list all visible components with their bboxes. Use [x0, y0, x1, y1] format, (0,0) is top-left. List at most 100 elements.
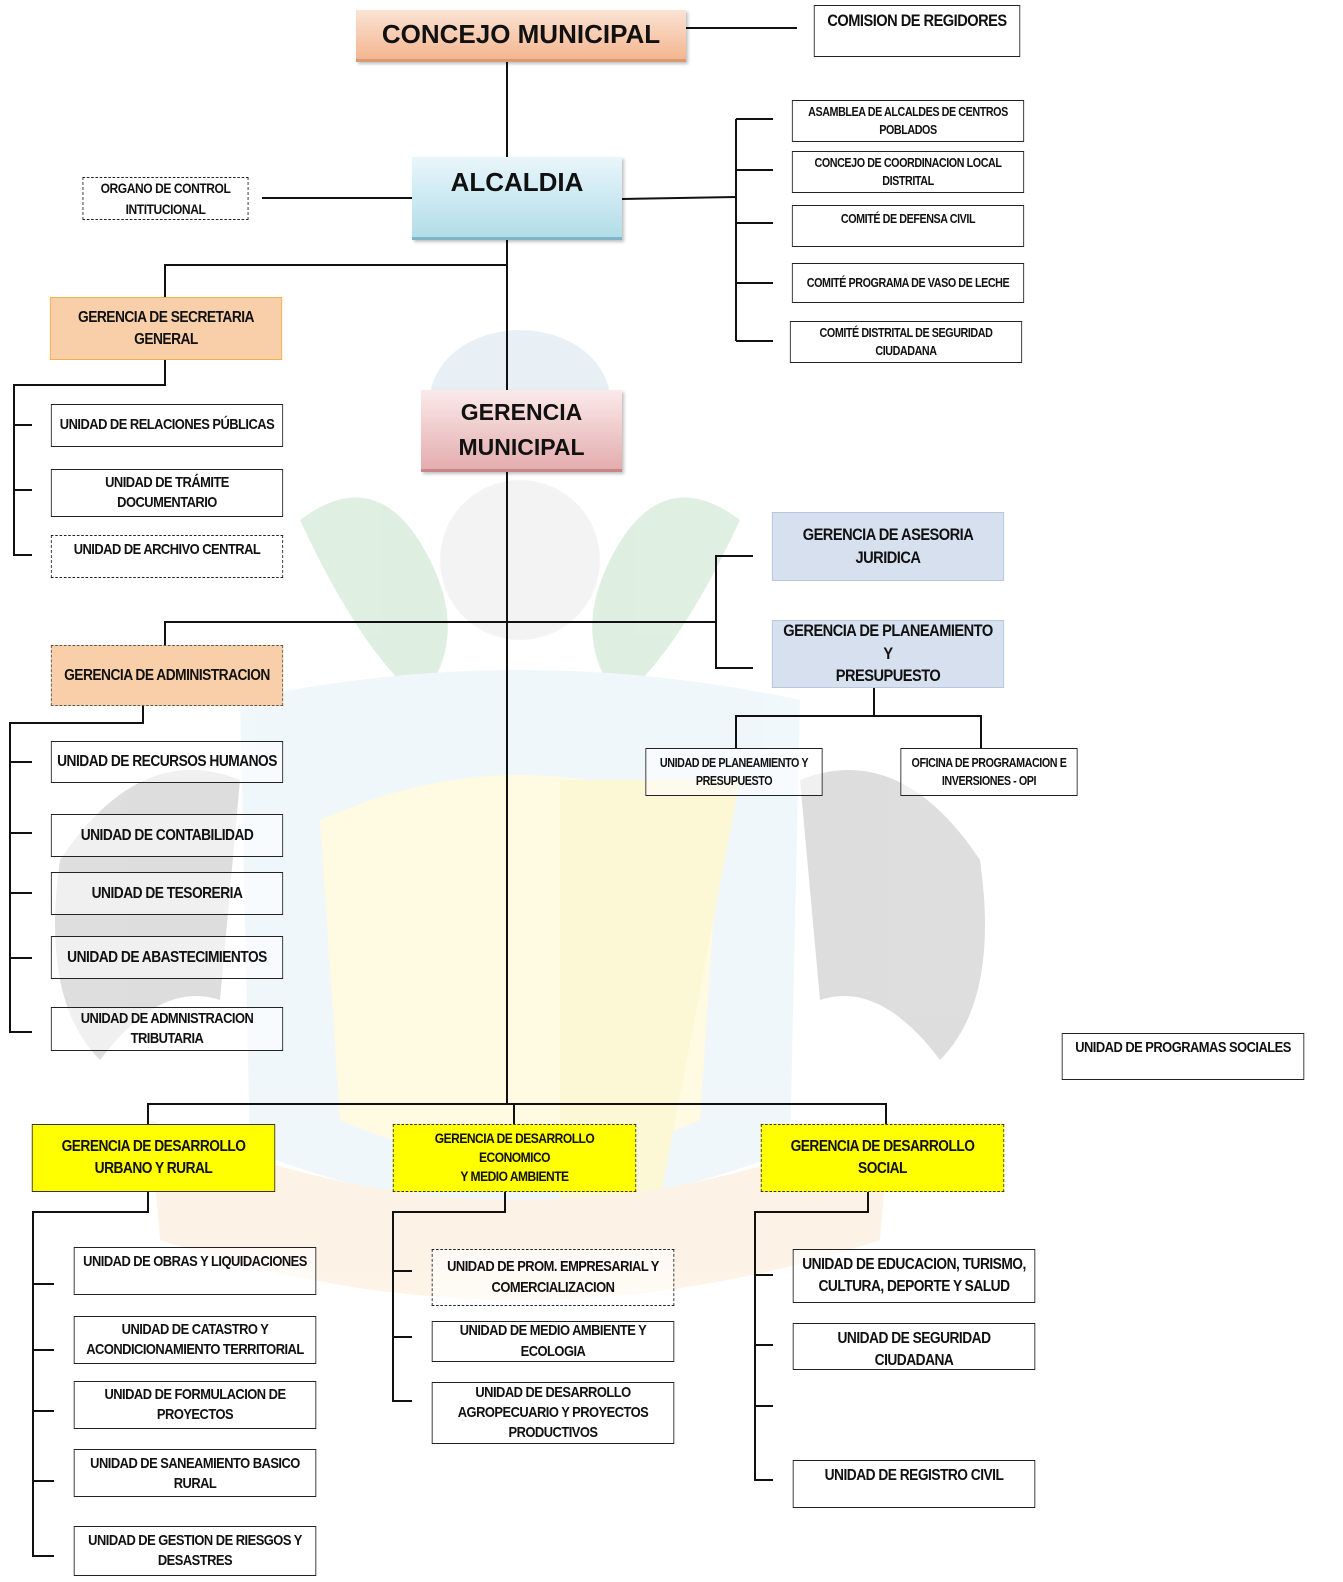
comite-box: CONCEJO DE COORDINACION LOCAL DISTRITAL [791, 151, 1025, 193]
unidad-label: UNIDAD DE TESORERIA [91, 884, 243, 902]
unidad-label: UNIDAD DE TRÁMITE DOCUMENTARIO [105, 473, 229, 511]
unidad-line: UNIDAD DE PROM. EMPRESARIAL Y [447, 1258, 659, 1276]
unidad-line: ACONDICIONAMIENTO TERRITORIAL [86, 1341, 304, 1358]
unidad-box: UNIDAD DE ADMNISTRACION TRIBUTARIA [50, 1007, 284, 1051]
gerencia-desarrollo-urbano-box: GERENCIA DE DESARROLLO URBANO Y RURAL [31, 1124, 276, 1192]
unidad-box: UNIDAD DE EDUCACION, TURISMO, CULTURA, DE… [792, 1249, 1036, 1303]
unidad-box: UNIDAD DE ABASTECIMIENTOS [50, 936, 284, 979]
gerencia-administracion-box: GERENCIA DE ADMINISTRACION [50, 645, 284, 706]
unidad-label: UNIDAD DE ARCHIVO CENTRAL [73, 541, 261, 558]
unidad-box: UNIDAD DE TESORERIA [50, 872, 284, 915]
unidad-label: UNIDAD DE PROGRAMAS SOCIALES [1075, 1039, 1291, 1056]
gerencia-municipal-line: GERENCIA [460, 399, 583, 425]
unidad-box: UNIDAD DE RELACIONES PÚBLICAS [50, 404, 284, 447]
unidad-line: UNIDAD DE MEDIO AMBIENTE Y [459, 1322, 647, 1340]
comite-line: COMITÉ PROGRAMA DE VASO DE LECHE [806, 275, 1010, 290]
unidad-label: UNIDAD DE SANEAMIENTO BASICO RURAL [90, 1455, 300, 1493]
concejo-municipal-label: CONCEJO MUNICIPAL [381, 18, 661, 49]
unidad-label: UNIDAD DE REGISTRO CIVIL [824, 1467, 1004, 1484]
comite-line: DISTRITAL [882, 174, 934, 188]
planeamiento-line: PRESUPUESTO [835, 666, 941, 686]
asesoria-line: JURIDICA [855, 547, 921, 567]
comision-regidores-label: COMISION DE REGIDORES [827, 11, 1007, 30]
comite-line: COMITÉ DE DEFENSA CIVIL [840, 212, 976, 226]
concejo-municipal-box: CONCEJO MUNICIPAL [356, 10, 686, 62]
administracion-label: GERENCIA DE ADMINISTRACION [64, 666, 270, 684]
unidad-line: AGROPECUARIO Y PROYECTOS [457, 1403, 649, 1421]
unidad-box: UNIDAD DE REGISTRO CIVIL [792, 1460, 1036, 1508]
comite-box: COMITÉ DE DEFENSA CIVIL [791, 205, 1025, 247]
organo-control-line: INTITUCIONAL [125, 200, 206, 217]
secretaria-line: GENERAL [134, 330, 198, 348]
unidad-box: UNIDAD DE SEGURIDAD CIUDADANA [792, 1323, 1036, 1370]
comite-line: COMITÉ DISTRITAL DE SEGURIDAD [819, 325, 993, 340]
unidad-label: UNIDAD DE RELACIONES PÚBLICAS [59, 416, 275, 434]
gerencia-asesoria-juridica-box: GERENCIA DE ASESORIA JURIDICA [771, 512, 1005, 581]
unidad-line: ECOLOGIA [520, 1342, 586, 1360]
comision-regidores-box: COMISION DE REGIDORES [813, 5, 1021, 57]
unidad-line: DESASTRES [157, 1552, 233, 1569]
unidad-line: TRIBUTARIA [130, 1030, 204, 1047]
desarrollo-urbano-line: GERENCIA DE DESARROLLO [61, 1138, 246, 1156]
unidad-box: UNIDAD DE CATASTRO Y ACONDICIONAMIENTO TE… [73, 1316, 317, 1364]
unidad-line: UNIDAD DE ADMNISTRACION [80, 1009, 254, 1027]
organo-control-box: ORGANO DE CONTROL INTITUCIONAL [82, 177, 249, 220]
alcaldia-label: ALCALDIA [450, 167, 584, 197]
unidad-line: CULTURA, DEPORTE Y SALUD [818, 1278, 1010, 1295]
comite-line: CIUDADANA [875, 344, 937, 358]
unidad-label: UNIDAD DE CONTABILIDAD [80, 826, 254, 844]
unidad-line: PRODUCTIVOS [508, 1424, 598, 1442]
comite-line: CONCEJO DE COORDINACION LOCAL [814, 155, 1002, 170]
desarrollo-urbano-line: URBANO Y RURAL [94, 1160, 213, 1177]
unidad-box: UNIDAD DE FORMULACION DE PROYECTOS [73, 1381, 317, 1429]
unidad-line: UNIDAD DE FORMULACION DE [104, 1385, 286, 1403]
unidad-label: UNIDAD DE SEGURIDAD CIUDADANA [837, 1330, 991, 1369]
gerencia-desarrollo-social-box: GERENCIA DE DESARROLLO SOCIAL [760, 1124, 1005, 1192]
unidad-planeamiento-box: UNIDAD DE PLANEAMIENTO Y PRESUPUESTO [645, 748, 823, 796]
unidad-box: UNIDAD DE ARCHIVO CENTRAL [50, 535, 284, 578]
gerencia-municipal-box: GERENCIA MUNICIPAL [421, 390, 622, 472]
unidad-box: UNIDAD DE DESARROLLO AGROPECUARIO Y PROYE… [431, 1382, 675, 1444]
unidad-programas-sociales-box: UNIDAD DE PROGRAMAS SOCIALES [1061, 1033, 1305, 1080]
unidad-line: PROYECTOS [156, 1406, 234, 1423]
unidad-box: UNIDAD DE RECURSOS HUMANOS [50, 741, 284, 783]
gerencia-desarrollo-economico-box: GERENCIA DE DESARROLLO ECONOMICO Y MEDIO … [392, 1124, 637, 1192]
gerencia-municipal-line: MUNICIPAL [458, 433, 585, 460]
asesoria-line: GERENCIA DE ASESORIA [802, 524, 974, 544]
unidad-box: UNIDAD DE OBRAS Y LIQUIDACIONES [73, 1247, 317, 1295]
unidad-line: UNIDAD DE CATASTRO Y [121, 1320, 269, 1338]
unidad-line: INVERSIONES - OPI [941, 774, 1037, 788]
comite-line: POBLADOS [879, 123, 937, 137]
unidad-box: UNIDAD DE MEDIO AMBIENTE Y ECOLOGIA [431, 1321, 675, 1362]
unidad-line: UNIDAD DE EDUCACION, TURISMO, [802, 1256, 1026, 1274]
unidad-box: UNIDAD DE GESTION DE RIESGOS Y DESASTRES [73, 1526, 317, 1576]
unidad-box: UNIDAD DE TRÁMITE DOCUMENTARIO [50, 469, 284, 517]
unidad-line: UNIDAD DE DESARROLLO [475, 1383, 631, 1401]
unidad-label: UNIDAD DE ABASTECIMIENTOS [67, 948, 267, 966]
unidad-label: UNIDAD DE RECURSOS HUMANOS [57, 753, 277, 771]
desarrollo-economico-line: GERENCIA DE DESARROLLO ECONOMICO [434, 1130, 595, 1165]
unidad-box: UNIDAD DE SANEAMIENTO BASICO RURAL [73, 1449, 317, 1497]
planeamiento-line: GERENCIA DE PLANEAMIENTO Y [783, 620, 993, 663]
unidad-line: UNIDAD DE PLANEAMIENTO Y [659, 755, 809, 770]
oficina-opi-box: OFICINA DE PROGRAMACION E INVERSIONES - O… [900, 748, 1078, 796]
organo-control-line: ORGANO DE CONTROL [100, 180, 231, 197]
unidad-label: UNIDAD DE OBRAS Y LIQUIDACIONES [83, 1253, 307, 1270]
unidad-line: PRESUPUESTO [695, 774, 773, 788]
alcaldia-box: ALCALDIA [412, 157, 622, 240]
gerencia-planeamiento-box: GERENCIA DE PLANEAMIENTO Y PRESUPUESTO [771, 620, 1005, 688]
unidad-line: UNIDAD DE GESTION DE RIESGOS Y [88, 1531, 302, 1549]
unidad-line: COMERCIALIZACION [491, 1278, 615, 1296]
unidad-box: UNIDAD DE CONTABILIDAD [50, 814, 284, 857]
desarrollo-social-label: GERENCIA DE DESARROLLO SOCIAL [790, 1138, 975, 1177]
gerencia-secretaria-general-box: GERENCIA DE SECRETARIA GENERAL [49, 297, 283, 360]
comite-box: COMITÉ PROGRAMA DE VASO DE LECHE [791, 263, 1025, 303]
secretaria-line: GERENCIA DE SECRETARIA [78, 308, 254, 326]
desarrollo-economico-line: Y MEDIO AMBIENTE [460, 1167, 569, 1184]
unidad-line: OFICINA DE PROGRAMACION E [911, 755, 1067, 770]
unidad-box: UNIDAD DE PROM. EMPRESARIAL Y COMERCIALIZ… [431, 1249, 675, 1306]
comite-box: COMITÉ DISTRITAL DE SEGURIDAD CIUDADANA [789, 321, 1023, 363]
